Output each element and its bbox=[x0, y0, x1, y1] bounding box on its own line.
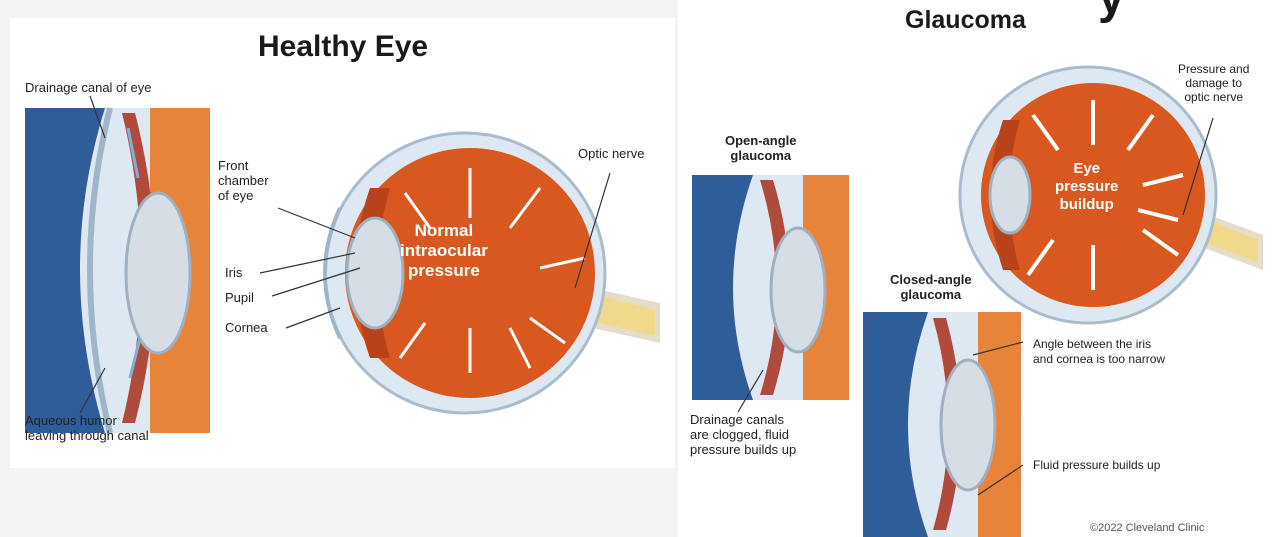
cornea-label: Cornea bbox=[225, 320, 268, 335]
copyright-label: ©2022 Cleveland Clinic bbox=[1090, 522, 1205, 535]
normal-pressure-label: Normal intraocular pressure bbox=[400, 221, 488, 281]
open-angle-label: Open-angle glaucoma bbox=[725, 133, 797, 163]
pupil-label: Pupil bbox=[225, 290, 254, 305]
healthy-eye-title: Healthy Eye bbox=[258, 30, 428, 64]
angle-narrow-label: Angle between the iris and cornea is too… bbox=[1033, 337, 1165, 367]
aqueous-humor-label: Aqueous humor leaving through canal bbox=[25, 413, 149, 443]
iris-label: Iris bbox=[225, 265, 242, 280]
drainage-clogged-label: Drainage canals are clogged, fluid press… bbox=[690, 412, 796, 457]
healthy-cross-section bbox=[25, 108, 210, 433]
pressure-damage-label: Pressure and damage to optic nerve bbox=[1178, 62, 1249, 104]
open-angle-cross-section bbox=[692, 175, 849, 400]
glaucoma-title: Glaucoma bbox=[905, 6, 1026, 35]
glaucoma-panel: Glaucoma y Open-angle glaucoma Closed-an… bbox=[678, 0, 1278, 537]
eye-pressure-buildup-label: Eye pressure buildup bbox=[1055, 160, 1118, 214]
closed-angle-cross-section bbox=[863, 312, 1021, 537]
cropped-title-fragment: y bbox=[1098, 0, 1125, 25]
drainage-canal-label: Drainage canal of eye bbox=[25, 80, 151, 95]
fluid-pressure-label: Fluid pressure builds up bbox=[1033, 458, 1160, 473]
optic-nerve-label: Optic nerve bbox=[578, 146, 644, 161]
front-chamber-label: Front chamber of eye bbox=[218, 158, 269, 203]
healthy-eye-panel: Healthy Eye Drainage canal of eye Front … bbox=[10, 18, 675, 468]
closed-angle-label: Closed-angle glaucoma bbox=[890, 272, 972, 302]
